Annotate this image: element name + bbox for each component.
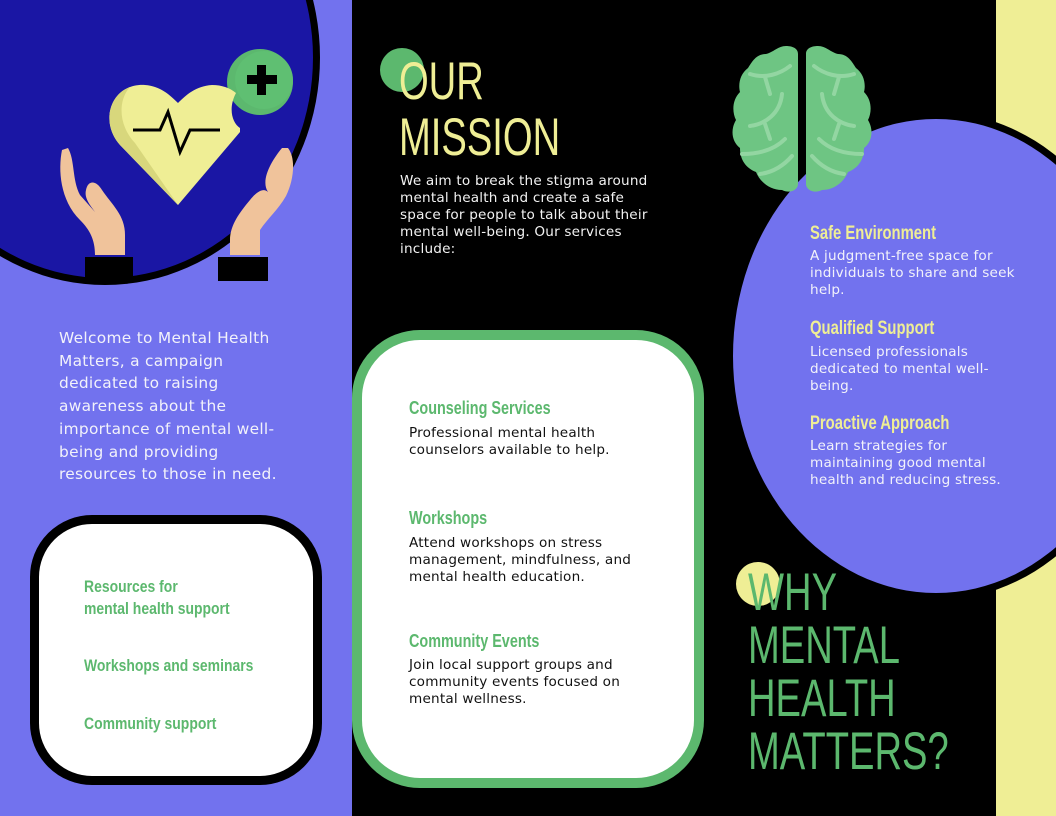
service-desc: Professional mental health counselors av… <box>409 425 610 458</box>
feature-title: Proactive Approach <box>810 413 950 434</box>
intro-text: Welcome to Mental Health Matters, a camp… <box>59 329 277 484</box>
feature-title: Qualified Support <box>810 318 935 339</box>
service-title: Workshops <box>409 508 488 528</box>
resource-item: Resources for mental health support <box>84 577 230 618</box>
feature-desc: A judgment-free space for individuals to… <box>810 248 1015 298</box>
feature-title: Safe Environment <box>810 223 937 244</box>
service-desc: Attend workshops on stress management, m… <box>409 535 632 585</box>
mission-title: OUR MISSION <box>399 52 561 167</box>
right-panel: Safe Environment A judgment-free space f… <box>704 0 1056 816</box>
resources-card: Resources for mental health support Work… <box>30 515 322 785</box>
service-desc: Join local support groups and community … <box>409 657 621 707</box>
why-mental-health-title: WHY MENTAL HEALTH MATTERS? <box>748 563 949 781</box>
mission-dot-decoration <box>380 48 424 92</box>
heart-care-icon <box>60 49 294 281</box>
left-panel: Welcome to Mental Health Matters, a camp… <box>0 0 352 816</box>
resource-item: Workshops and seminars <box>84 656 254 675</box>
services-card: Counseling Services Professional mental … <box>352 330 704 788</box>
mission-body: We aim to break the stigma around mental… <box>400 173 648 257</box>
why-dot-decoration <box>736 562 780 606</box>
resource-item: Community support <box>84 714 217 733</box>
feature-desc: Learn strategies for maintaining good me… <box>810 438 1001 488</box>
middle-panel: OUR MISSION We aim to break the stigma a… <box>352 0 704 816</box>
feature-desc: Licensed professionals dedicated to ment… <box>810 344 989 394</box>
service-title: Community Events <box>409 631 540 651</box>
service-title: Counseling Services <box>409 398 551 418</box>
brain-icon <box>732 46 872 192</box>
